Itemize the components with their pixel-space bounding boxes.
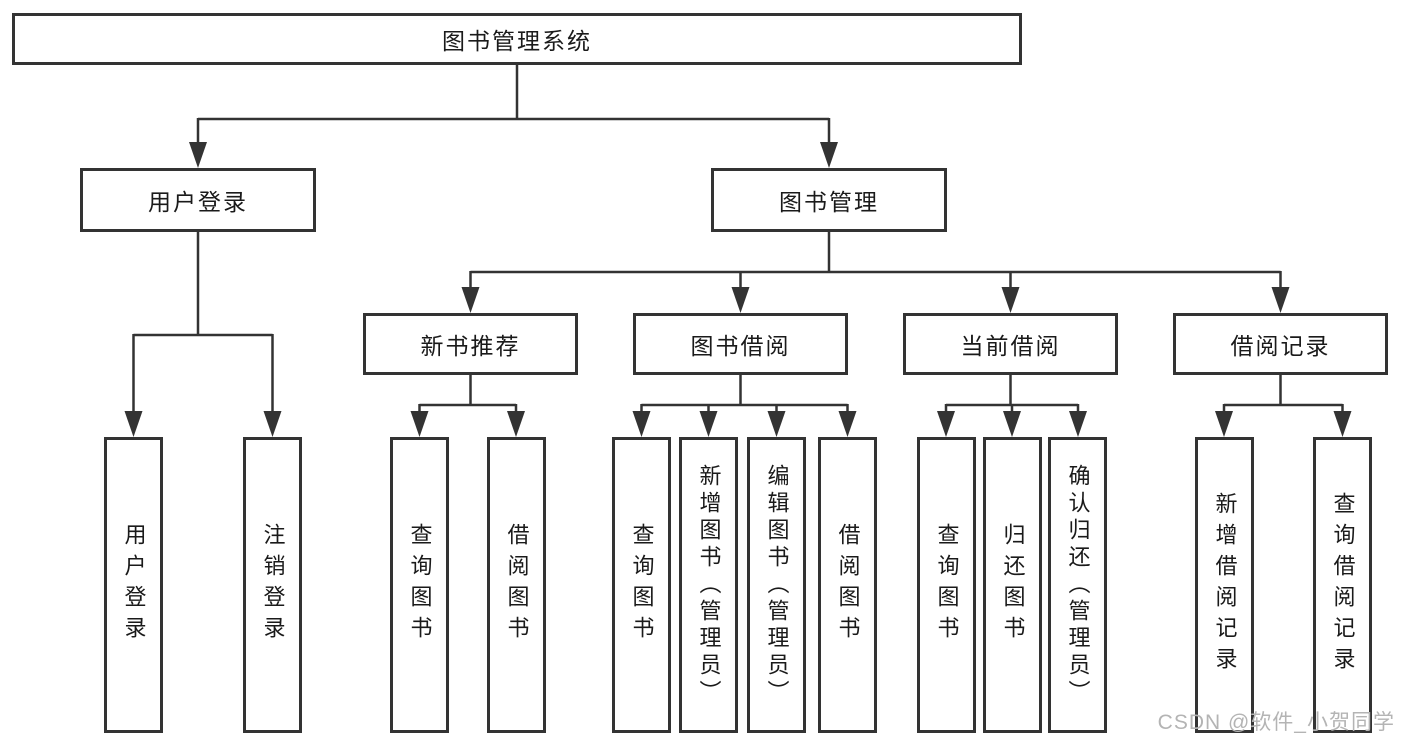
node-book-management-label: 图书管理 (779, 189, 879, 215)
leaf-query-books-borrow: 查询图书 (612, 437, 671, 733)
leaf-borrow-books-recommend-label: 借阅图书 (504, 523, 530, 647)
leaf-edit-book-admin: 编辑图书（管理员） (747, 437, 806, 733)
leaf-query-books-borrow-label: 查询图书 (629, 523, 655, 647)
node-book-borrow-label: 图书借阅 (690, 333, 791, 359)
leaf-confirm-return-admin: 确认归还（管理员） (1048, 437, 1107, 733)
node-book-borrow: 图书借阅 (633, 313, 848, 375)
leaf-query-borrow-record: 查询借阅记录 (1313, 437, 1372, 733)
node-user-login: 用户登录 (80, 168, 316, 232)
leaf-query-books-recommend: 查询图书 (390, 437, 449, 733)
csdn-watermark: CSDN @软件_小贺同学 (1157, 711, 1395, 734)
leaf-borrow-books-borrow-label: 借阅图书 (835, 523, 861, 647)
leaf-return-book-label: 归还图书 (1000, 523, 1026, 647)
node-book-management: 图书管理 (711, 168, 947, 232)
leaf-logout-login: 注销登录 (243, 437, 302, 733)
leaf-user-login-label: 用户登录 (121, 523, 147, 647)
node-user-login-label: 用户登录 (148, 189, 248, 215)
node-root-system: 图书管理系统 (12, 13, 1022, 65)
node-current-borrow-label: 当前借阅 (960, 333, 1061, 359)
leaf-query-books-current-label: 查询图书 (934, 523, 960, 647)
node-borrow-records-label: 借阅记录 (1230, 333, 1331, 359)
arrowheads (124, 142, 1352, 437)
leaf-add-borrow-record: 新增借阅记录 (1195, 437, 1254, 733)
leaf-confirm-return-admin-label: 确认归还（管理员） (1065, 463, 1091, 707)
leaf-add-book-admin-label: 新增图书（管理员） (696, 463, 722, 707)
leaf-query-books-recommend-label: 查询图书 (407, 523, 433, 647)
leaf-query-borrow-record-label: 查询借阅记录 (1330, 492, 1356, 678)
leaf-logout-login-label: 注销登录 (260, 523, 286, 647)
leaf-borrow-books-borrow: 借阅图书 (818, 437, 877, 733)
leaf-edit-book-admin-label: 编辑图书（管理员） (764, 463, 790, 707)
node-root-label: 图书管理系统 (442, 28, 592, 54)
leaf-query-books-current: 查询图书 (917, 437, 976, 733)
leaf-add-book-admin: 新增图书（管理员） (679, 437, 738, 733)
leaf-user-login: 用户登录 (104, 437, 163, 733)
node-new-book-recommend: 新书推荐 (363, 313, 578, 375)
leaf-borrow-books-recommend: 借阅图书 (487, 437, 546, 733)
node-current-borrow: 当前借阅 (903, 313, 1118, 375)
leaf-return-book: 归还图书 (983, 437, 1042, 733)
leaf-add-borrow-record-label: 新增借阅记录 (1212, 492, 1238, 678)
node-new-book-recommend-label: 新书推荐 (420, 333, 521, 359)
node-borrow-records: 借阅记录 (1173, 313, 1388, 375)
